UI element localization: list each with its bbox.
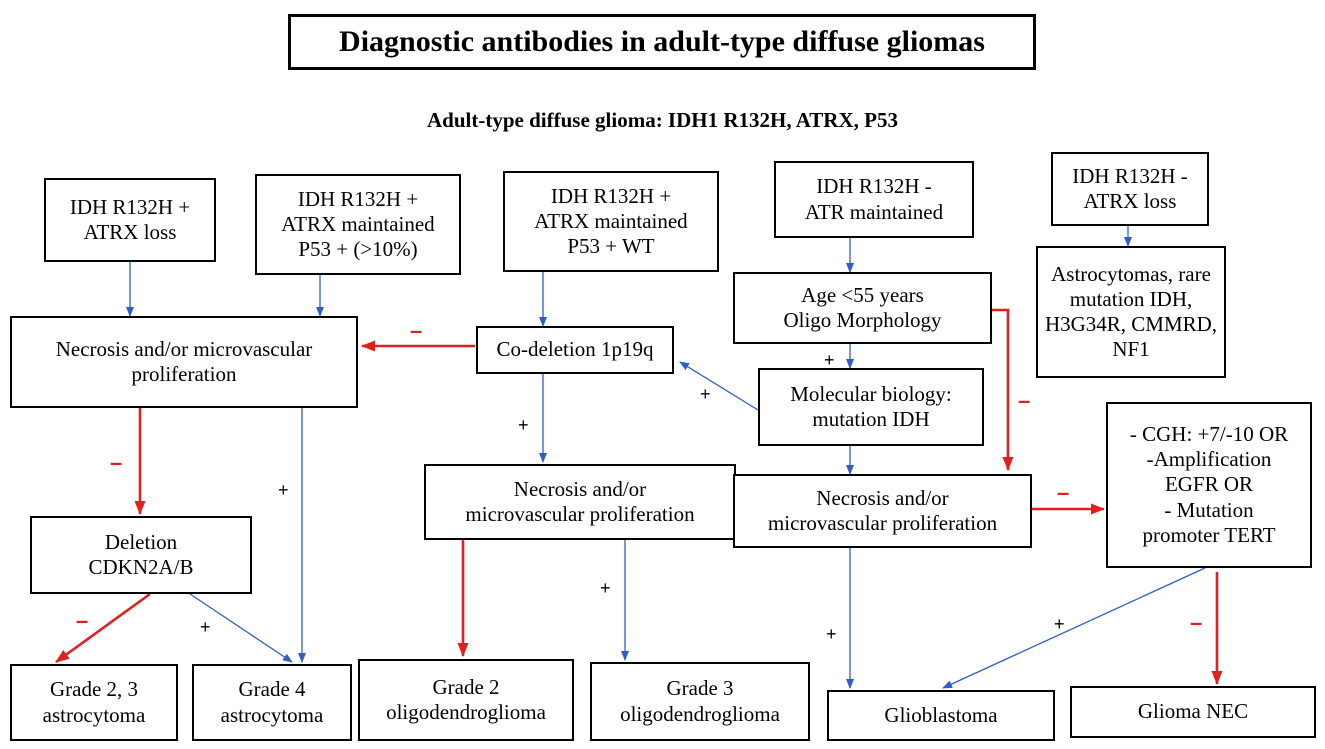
plus-sign: + [1054,614,1065,634]
node-line: - CGH: +7/-10 OR [1129,422,1289,447]
node-idh-atrx-maintained-p53: IDH R132H + ATRX maintained P53 + (>10%) [255,174,461,275]
plus-sign: + [200,617,211,637]
node-line: Grade 3 [666,676,734,701]
node-line: IDH R132H - [1072,163,1188,188]
minus-sign: – [1057,480,1069,505]
plus-sign: + [600,578,611,598]
node-glioblastoma: Glioblastoma [827,690,1055,741]
node-line: Grade 2, 3 [49,677,139,702]
node-line: Grade 2 [432,674,500,699]
node-line: Molecular biology: [790,381,952,406]
arrow-molecular-codeletion [679,361,759,411]
node-line: Oligo Morphology [783,308,942,332]
node-line: Deletion [104,529,178,554]
node-line: NF1 [1112,337,1150,362]
node-line: - Mutation [1164,497,1254,522]
node-line: IDH R132H + [550,183,672,208]
node-necrosis-left: Necrosis and/or microvascular proliferat… [10,316,358,408]
node-line: microvascular proliferation [767,511,998,535]
node-line: astrocytoma [220,702,324,727]
node-line: -Amplification [1146,447,1272,472]
node-line: IDH R132H + [69,194,191,219]
diagram-title: Diagnostic antibodies in adult-type diff… [339,25,985,58]
node-idh-atrx-loss: IDH R132H + ATRX loss [44,178,216,262]
plus-sign: + [824,350,835,370]
plus-sign: + [826,624,837,644]
node-line: promoter TERT [1142,522,1276,547]
node-age-oligo: Age <55 years Oligo Morphology [733,272,992,344]
node-idh-atrx-maintained-wt: IDH R132H + ATRX maintained P53 + WT [503,171,719,272]
node-idh-neg-atr-maintained: IDH R132H - ATR maintained [774,161,974,238]
node-line: ATRX loss [83,220,177,244]
node-line: Necrosis and/or microvascular [55,336,313,361]
node-line: CDKN2A/B [88,555,194,579]
node-line: P53 + (>10%) [298,237,418,262]
node-line: astrocytoma [42,702,146,727]
node-grade4-astrocytoma: Grade 4 astrocytoma [192,664,352,741]
diagram-subtitle: Adult-type diffuse glioma: IDH1 R132H, A… [427,108,898,132]
node-astrocytomas-rare: Astrocytomas, rare mutation IDH, H3G34R,… [1036,246,1226,378]
minus-sign: – [110,450,122,475]
node-line: Age <55 years [801,282,924,307]
node-line: IDH R132H - [816,174,932,199]
arrow-deletion-grade23-neg [55,592,151,664]
arrow-cgh-glioblastoma [942,567,1206,689]
node-line: Necrosis and/or [513,476,647,501]
node-deletion-cdkn2a: Deletion CDKN2A/B [30,516,252,594]
node-grade2-oligodendroglioma: Grade 2 oligodendroglioma [358,659,574,741]
minus-sign: – [1018,388,1030,413]
node-glioma-nec: Glioma NEC [1070,686,1316,738]
node-line: H3G34R, CMMRD, [1044,312,1218,336]
plus-sign: + [700,384,711,404]
node-necrosis-mid: Necrosis and/or microvascular proliferat… [424,464,736,540]
arrow-deletion-grade4 [189,593,293,663]
node-line: oligodendroglioma [386,700,546,724]
node-line: ATRX loss [1083,189,1177,213]
arrow-age-necrosis-neg [992,308,1014,471]
plus-sign: + [518,415,529,435]
node-line: mutation IDH, [1069,286,1193,311]
node-line: microvascular proliferation [465,502,695,526]
node-grade23-astrocytoma: Grade 2, 3 astrocytoma [10,664,178,741]
node-grade3-oligodendroglioma: Grade 3 oligodendroglioma [590,662,810,741]
node-codeletion: Co-deletion 1p19q [476,326,674,374]
node-line: Astrocytomas, rare [1051,261,1211,286]
node-cgh-criteria: - CGH: +7/-10 OR -Amplification EGFR OR … [1106,402,1312,568]
plus-sign: + [278,480,289,500]
node-line: Necrosis and/or [816,485,949,510]
node-line: ATRX maintained [534,208,688,233]
minus-sign: – [1190,610,1202,635]
node-line: Glioblastoma [884,702,998,727]
node-line: P53 + WT [567,234,655,259]
node-line: Co-deletion 1p19q [496,337,654,362]
node-line: ATRX maintained [281,211,435,236]
node-line: proliferation [131,362,237,386]
node-line: IDH R132H + [297,186,419,211]
minus-sign: – [76,608,88,633]
node-idh-neg-atrx-loss: IDH R132H - ATRX loss [1051,152,1209,226]
node-line: oligodendroglioma [620,701,780,726]
node-line: ATR maintained [804,199,944,224]
minus-sign: – [410,318,422,343]
node-line: Glioma NEC [1137,699,1249,724]
node-line: Grade 4 [238,677,306,702]
node-line: EGFR OR [1164,472,1254,497]
title-box: Diagnostic antibodies in adult-type diff… [288,14,1036,70]
node-necrosis-right: Necrosis and/or microvascular proliferat… [733,474,1032,548]
node-molecular-biology: Molecular biology: mutation IDH [758,368,984,446]
node-line: mutation IDH [812,407,930,431]
